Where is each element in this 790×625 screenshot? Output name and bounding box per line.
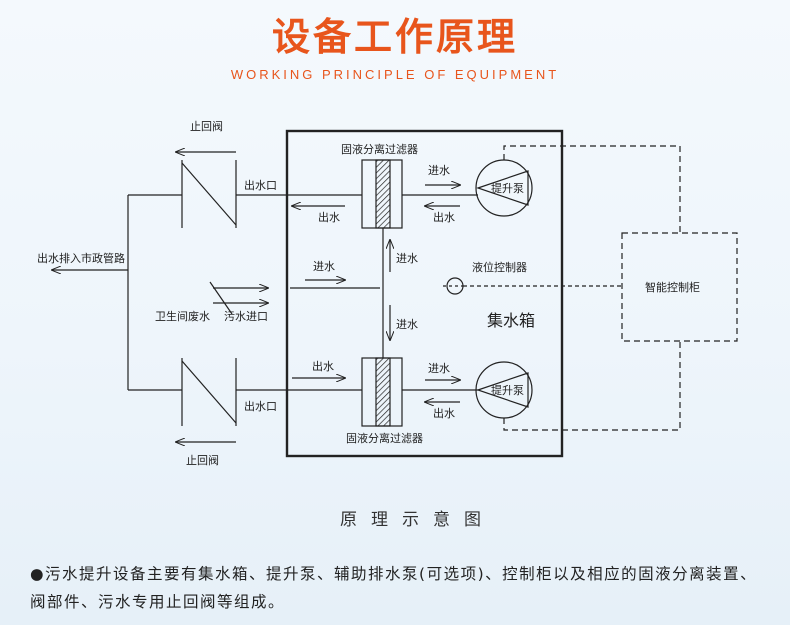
check-valve-top <box>181 160 237 228</box>
sewage-inlet-label: 污水进口 <box>224 310 268 323</box>
control-cabinet <box>621 232 738 342</box>
page-title: 设备工作原理 <box>271 15 518 59</box>
sanitary-waste-label: 卫生间废水 <box>155 309 210 323</box>
water-out-bottom-label: 出水 <box>312 359 334 373</box>
equipment-description: ●污水提升设备主要有集水箱、提升泵、辅助排水泵(可选项)、控制柜以及相应的固液分… <box>30 565 758 611</box>
outlet-bottom-label: 出水口 <box>244 399 277 413</box>
check-valve-bottom-label: 止回阀 <box>186 453 219 467</box>
filter-top <box>361 159 403 229</box>
discharge-label: 出水排入市政管路 <box>37 251 125 265</box>
pump-bottom-label: 提升泵 <box>491 384 524 397</box>
check-valve-top-label: 止回阀 <box>190 119 223 133</box>
pump-in-bottom-label: 进水 <box>428 362 450 375</box>
tank-box <box>285 129 564 458</box>
filter-top-label: 固液分离过滤器 <box>341 142 418 156</box>
vert-in-down-label: 进水 <box>396 318 418 331</box>
pump-out-bottom-label: 出水 <box>433 406 455 420</box>
check-valve-bottom <box>181 358 237 426</box>
pump-top-label: 提升泵 <box>491 182 524 195</box>
water-out-top-label: 出水 <box>318 210 340 224</box>
pump-out-top-label: 出水 <box>433 210 455 224</box>
filter-bottom-label: 固液分离过滤器 <box>346 431 423 445</box>
outlet-top-label: 出水口 <box>244 178 277 192</box>
tank-label: 集水箱 <box>487 311 535 330</box>
filter-bottom <box>361 357 403 427</box>
vert-in-up-label: 进水 <box>396 252 418 265</box>
pump-in-top-label: 进水 <box>428 164 450 177</box>
level-controller-label: 液位控制器 <box>472 260 527 274</box>
side-in-label: 进水 <box>313 260 335 273</box>
diagram-caption: 原理示意图 <box>340 510 495 530</box>
page-subtitle: WORKING PRINCIPLE OF EQUIPMENT <box>230 67 560 82</box>
control-cabinet-label: 智能控制柜 <box>645 280 700 294</box>
